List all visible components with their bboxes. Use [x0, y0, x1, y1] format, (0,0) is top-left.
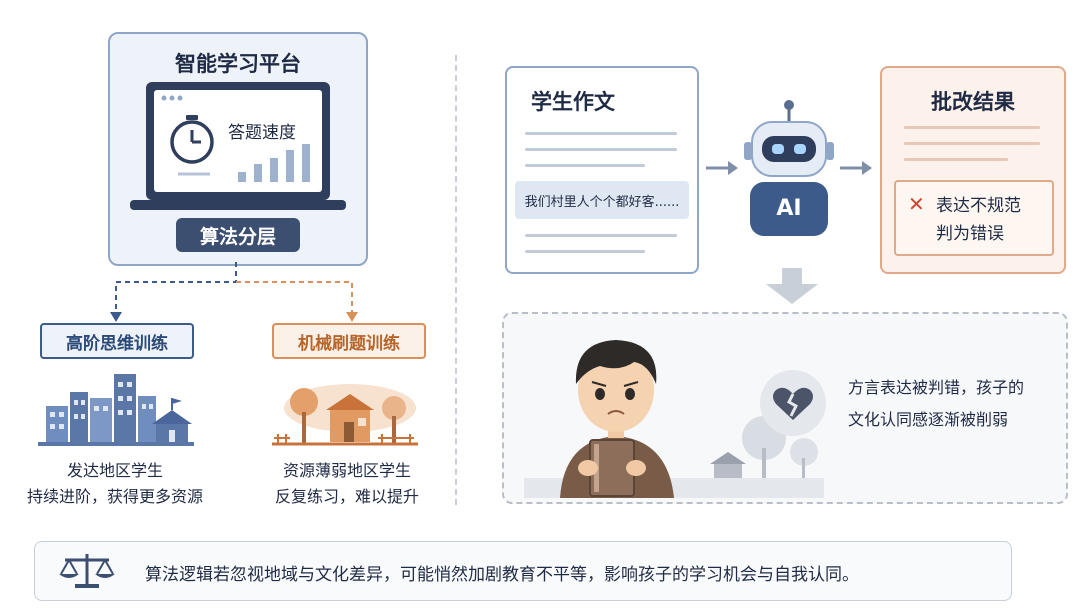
under-resourced-region-desc: 反复练习，难以提升: [274, 487, 419, 506]
under-resourced-region-group: 资源薄弱地区学生: [282, 461, 411, 480]
arrow-right-icon: [706, 161, 738, 175]
grading-result-card: 批改结果 ✕ 表达不规范 判为错误: [880, 66, 1066, 274]
outcome-text: 方言表达被判错，孩子的 文化认同感逐渐被削弱: [848, 372, 1024, 436]
result-title: 批改结果: [931, 90, 1015, 114]
outcome-line-2: 文化认同感逐渐被削弱: [848, 410, 1009, 429]
developed-region-caption: 发达地区学生 持续进阶，获得更多资源: [20, 458, 210, 510]
conclusion-text: 算法逻辑若忽视地域与文化差异，可能悄然加剧教育不平等，影响孩子的学习机会与自我认…: [145, 565, 859, 585]
close-icon: ✕: [908, 192, 925, 216]
platform-card: 智能学习平台 答题速度 算法分层: [108, 32, 368, 266]
verdict-line-1: 表达不规范: [936, 196, 1021, 216]
developed-region-desc: 持续进阶，获得更多资源: [26, 487, 203, 506]
rote-drill-training-tag: 机械刷题训练: [272, 323, 426, 359]
stopwatch-icon: [170, 115, 214, 164]
essay-text-line: [525, 250, 645, 253]
result-text-line: [904, 142, 1040, 145]
verdict-line-2: 判为错误: [936, 224, 1004, 244]
ai-label: AI: [776, 196, 802, 221]
developed-region-group: 发达地区学生: [66, 461, 163, 480]
essay-text-line: [525, 234, 677, 237]
conclusion-bar: 算法逻辑若忽视地域与文化差异，可能悄然加剧教育不平等，影响孩子的学习机会与自我认…: [34, 541, 1012, 601]
error-verdict-box: ✕ 表达不规范 判为错误: [894, 180, 1054, 256]
speed-label: 答题速度: [228, 123, 296, 143]
city-buildings-icon: [38, 374, 194, 446]
result-text-line: [904, 126, 1040, 129]
branch-connectors: [110, 262, 358, 322]
sad-child-illustration: [524, 340, 824, 498]
platform-title: 智能学习平台: [175, 52, 301, 76]
algorithm-tier-label: 算法分层: [176, 218, 300, 252]
essay-text-line: [525, 164, 645, 167]
essay-title: 学生作文: [531, 90, 615, 114]
under-resourced-region-caption: 资源薄弱地区学生 反复练习，难以提升: [252, 458, 442, 510]
essay-text-line: [525, 148, 677, 151]
error-verdict-text: 表达不规范 判为错误: [936, 192, 1021, 248]
broken-heart-icon: [760, 370, 826, 436]
laptop-icon: [130, 82, 346, 210]
bar-chart-icon: [238, 144, 310, 182]
outcome-panel: 方言表达被判错，孩子的 文化认同感逐渐被削弱: [502, 312, 1068, 504]
result-text-line: [904, 158, 1008, 161]
essay-excerpt: 我们村里人个个都好客......: [515, 181, 689, 219]
high-order-training-tag: 高阶思维训练: [40, 323, 194, 359]
student-essay-card: 学生作文 我们村里人个个都好客......: [505, 66, 699, 274]
outcome-line-1: 方言表达被判错，孩子的: [848, 378, 1025, 397]
robot-icon: [744, 100, 834, 236]
essay-text-line: [525, 132, 677, 135]
arrow-down-icon: [766, 268, 818, 304]
section-divider: [455, 55, 457, 505]
arrow-right-icon: [840, 161, 872, 175]
scales-icon: [59, 554, 115, 588]
village-house-icon: [272, 384, 418, 446]
